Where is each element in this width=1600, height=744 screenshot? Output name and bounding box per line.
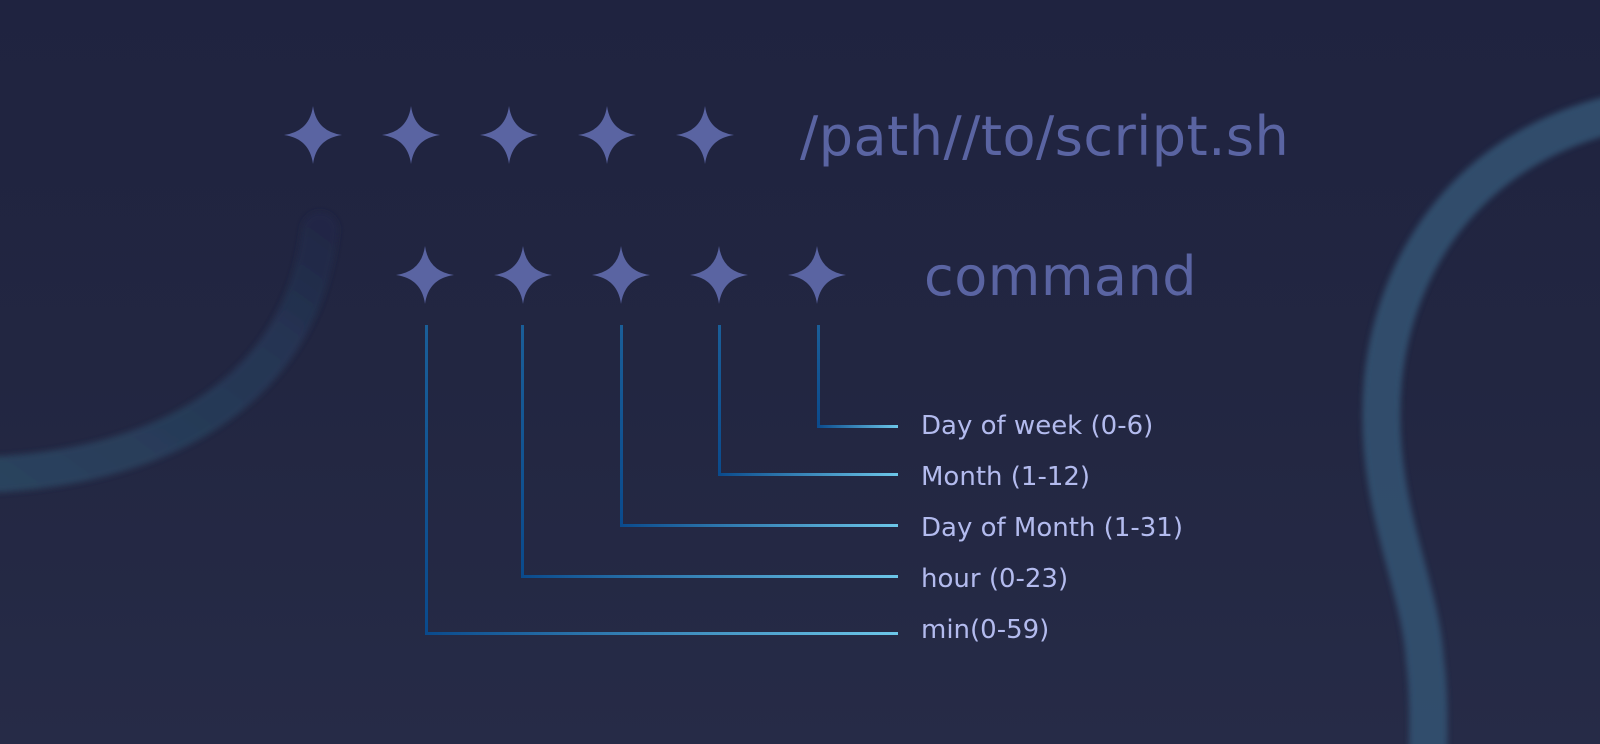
right-decor-arc: [1362, 98, 1600, 744]
four-point-star-icon: [480, 106, 538, 164]
label-min: min(0-59): [921, 615, 1050, 645]
four-point-star-icon: [396, 246, 454, 304]
four-point-star-icon: [676, 106, 734, 164]
four-point-star-icon: [788, 246, 846, 304]
four-point-star-icon: [382, 106, 440, 164]
four-point-star-icon: [690, 246, 748, 304]
label-day-of-week: Day of week (0-6): [921, 411, 1154, 441]
label-hour: hour (0-23): [921, 564, 1069, 594]
four-point-star-icon: [494, 246, 552, 304]
command-text: command: [924, 245, 1198, 308]
script-path-text: /path//to/script.sh: [800, 105, 1290, 168]
four-point-star-icon: [592, 246, 650, 304]
label-month: Month (1-12): [921, 462, 1091, 492]
label-day-of-month: Day of Month (1-31): [921, 513, 1183, 543]
four-point-star-icon: [284, 106, 342, 164]
left-decor-arc: [0, 212, 338, 493]
four-point-star-icon: [578, 106, 636, 164]
